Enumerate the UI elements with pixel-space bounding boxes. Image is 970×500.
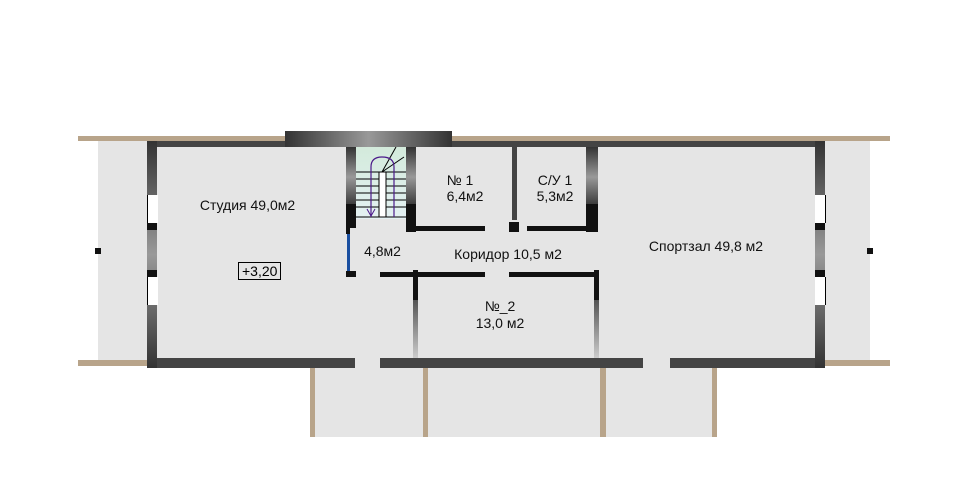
wall	[346, 147, 356, 207]
wall	[416, 226, 485, 231]
balcony-1	[315, 366, 423, 437]
room-label-1-area: 6,4м2	[446, 188, 484, 204]
wall	[512, 147, 517, 220]
balcony-2	[428, 366, 600, 437]
wall	[509, 272, 598, 277]
room-label-1-name: № 1	[446, 172, 474, 188]
window	[147, 277, 158, 305]
staircase	[356, 146, 406, 219]
level-mark: +3,20	[238, 262, 282, 281]
column-marker	[95, 248, 101, 254]
wall	[586, 147, 598, 207]
room-label-corridor: Коридор 10,5 м2	[454, 246, 562, 262]
railing-post	[310, 363, 315, 437]
level-mark-text: +3,20	[238, 262, 282, 280]
outer-wall-bottom	[147, 358, 825, 368]
wall	[413, 300, 418, 358]
window-jamb	[147, 270, 157, 277]
window-jamb	[147, 223, 157, 230]
wall	[346, 228, 350, 234]
window	[147, 195, 158, 223]
room-label-hall: 4,8м2	[364, 243, 401, 259]
wall	[413, 270, 418, 300]
outer-wall-right	[815, 141, 825, 368]
outer-wall-top	[147, 141, 825, 147]
wall	[380, 272, 485, 277]
stair-wall-top	[285, 131, 452, 147]
window-jamb	[815, 223, 825, 230]
room-label-wc-area: 5,3м2	[536, 188, 574, 204]
wall	[346, 271, 356, 277]
outer-wall-left	[147, 141, 157, 368]
wall	[586, 204, 598, 232]
room-label-2-name: №_2	[484, 298, 516, 314]
railing-post	[712, 363, 717, 437]
room-label-2-area: 13,0 м2	[475, 315, 525, 331]
window-jamb	[815, 270, 825, 277]
room-label-studio: Студия 49,0м2	[199, 197, 296, 213]
window	[815, 277, 826, 305]
column-marker	[867, 248, 873, 254]
balcony-door[interactable]	[643, 358, 670, 368]
room-label-wc-name: С/У 1	[537, 172, 573, 188]
wall	[527, 226, 591, 231]
stair-icon	[356, 146, 406, 218]
wall	[406, 147, 416, 207]
terrace-floor	[98, 141, 870, 361]
window	[815, 195, 826, 223]
balcony-door[interactable]	[355, 358, 380, 368]
railing-post	[423, 363, 428, 437]
railing-post	[600, 363, 606, 437]
wall	[509, 222, 519, 232]
room-label-gym: Спортзал 49,8 м2	[648, 238, 764, 254]
wall	[594, 300, 599, 358]
wall	[406, 204, 416, 232]
railing-top	[78, 136, 890, 141]
wall	[346, 204, 356, 228]
wall	[594, 270, 599, 300]
door[interactable]	[347, 234, 350, 271]
balcony-3	[606, 366, 712, 437]
